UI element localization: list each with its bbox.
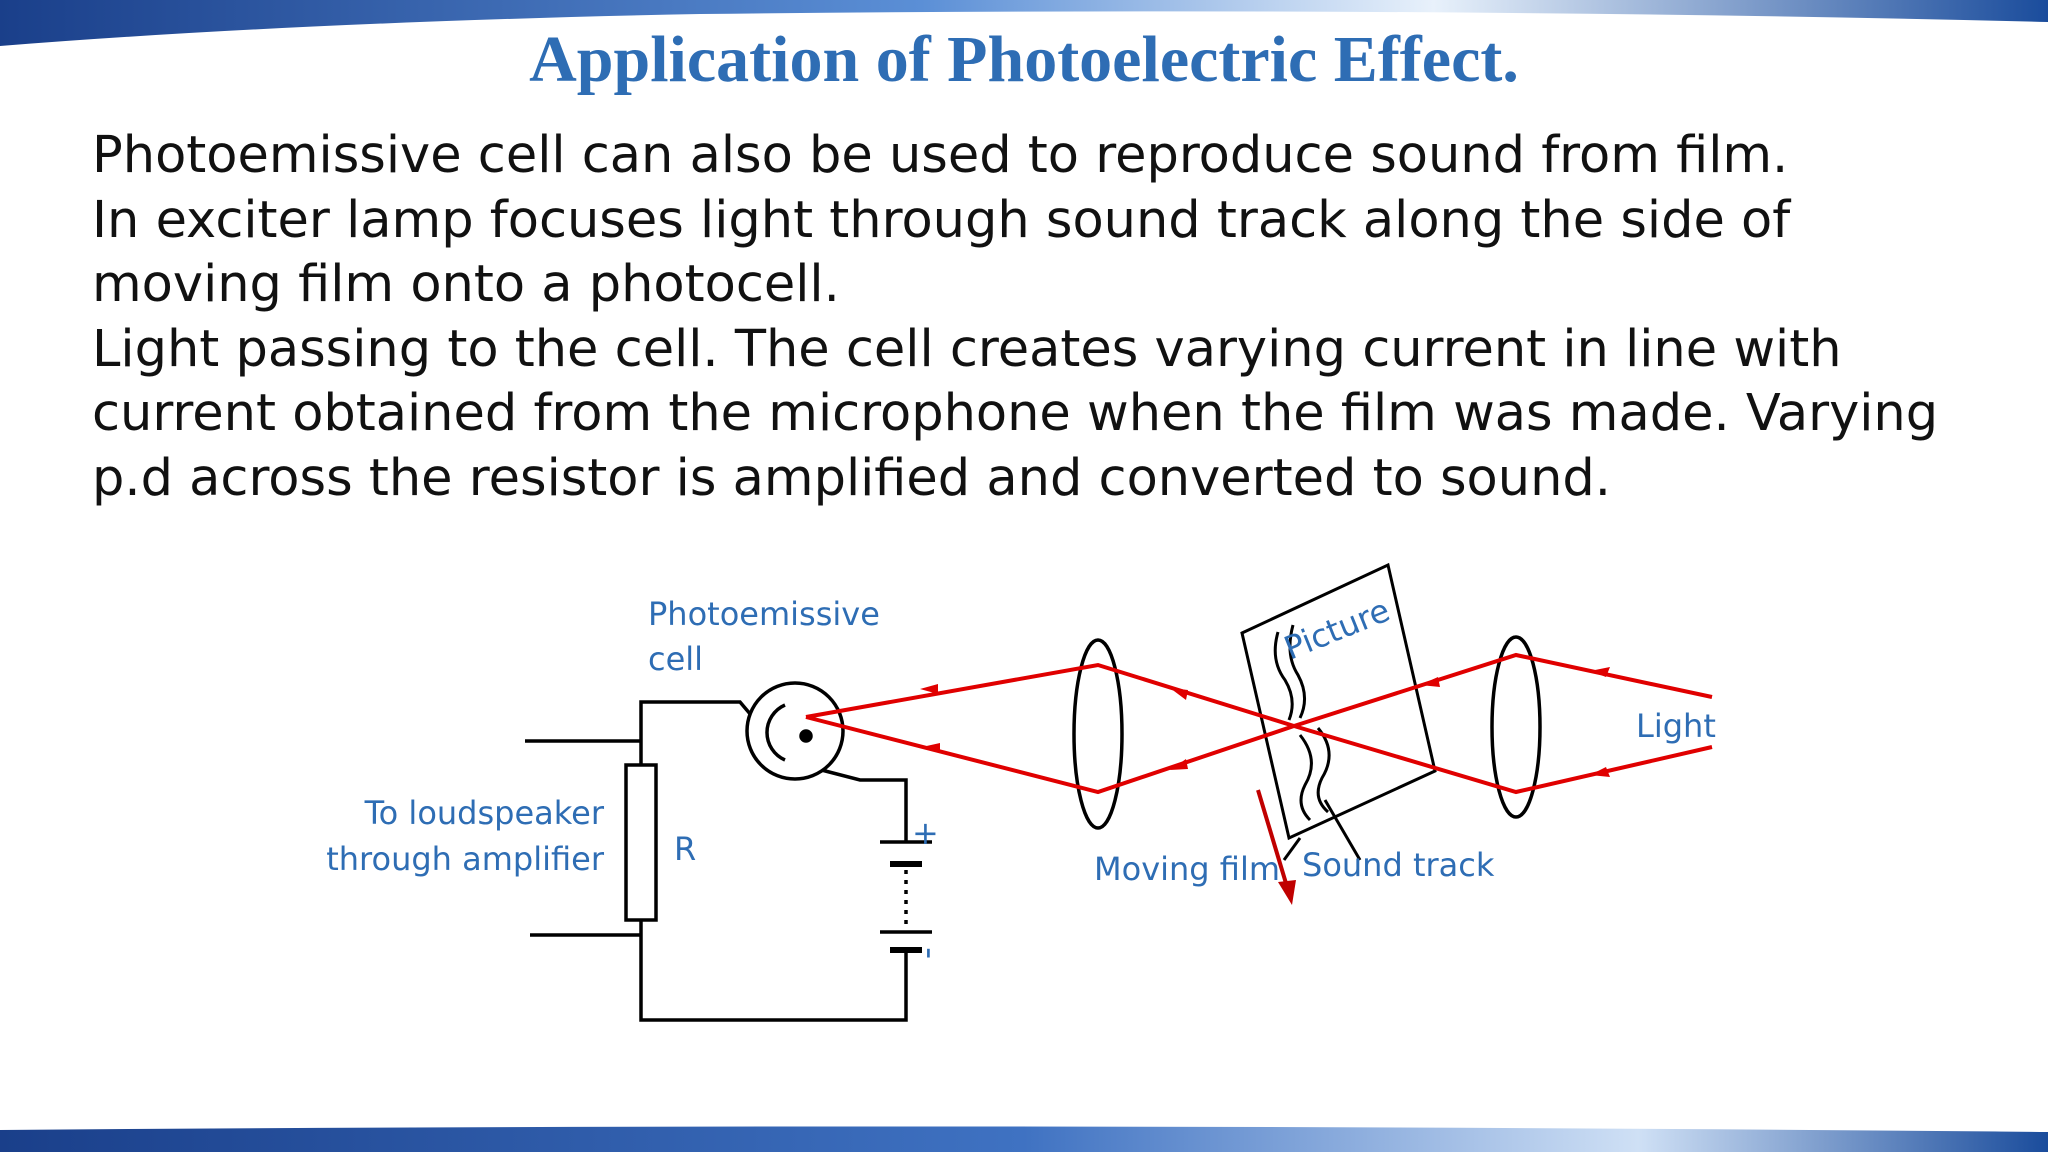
label-light: Light xyxy=(1636,707,1716,745)
moving-film-arrow xyxy=(1256,789,1296,905)
label-resistor: R xyxy=(674,830,696,868)
body-text: Photoemissive cell can also be used to r… xyxy=(92,124,1992,511)
ray-arrows xyxy=(920,667,1610,777)
label-battery-minus: ' xyxy=(924,942,933,980)
wire-left-lower xyxy=(639,920,908,1022)
paragraph-3: Light passing to the cell. The cell crea… xyxy=(92,319,1939,508)
film-strip xyxy=(1240,562,1437,861)
wire-right xyxy=(805,764,908,842)
sound-track-pointer xyxy=(1323,799,1362,861)
light-rays xyxy=(805,652,1713,795)
moving-film-pointer xyxy=(1282,837,1302,861)
paragraph-1: Photoemissive cell can also be used to r… xyxy=(92,126,1789,185)
diagram-labels: Photoemissive cell To loudspeaker throug… xyxy=(326,591,1716,980)
label-battery-plus: + xyxy=(912,814,939,852)
paragraph-2: In exciter lamp focuses light through so… xyxy=(92,190,1791,315)
wire-left xyxy=(639,700,764,765)
top-decor-band xyxy=(0,0,2048,46)
label-to-loudspeaker: To loudspeaker xyxy=(364,794,605,832)
resistor xyxy=(624,763,658,922)
lens-right xyxy=(1490,635,1542,819)
photoemissive-cell xyxy=(745,681,845,781)
label-through-amplifier: through amplifier xyxy=(326,840,605,878)
label-moving-film: Moving film xyxy=(1094,850,1280,888)
light-ray-lower xyxy=(805,662,1713,795)
bottom-decor-band xyxy=(0,1126,2048,1152)
label-cell: cell xyxy=(648,640,703,678)
slide-title: Application of Photoelectric Effect. xyxy=(529,23,1519,96)
label-photoemissive: Photoemissive xyxy=(648,595,880,633)
battery xyxy=(880,840,932,953)
label-sound-track: Sound track xyxy=(1302,846,1495,884)
lens-left xyxy=(1072,638,1124,830)
